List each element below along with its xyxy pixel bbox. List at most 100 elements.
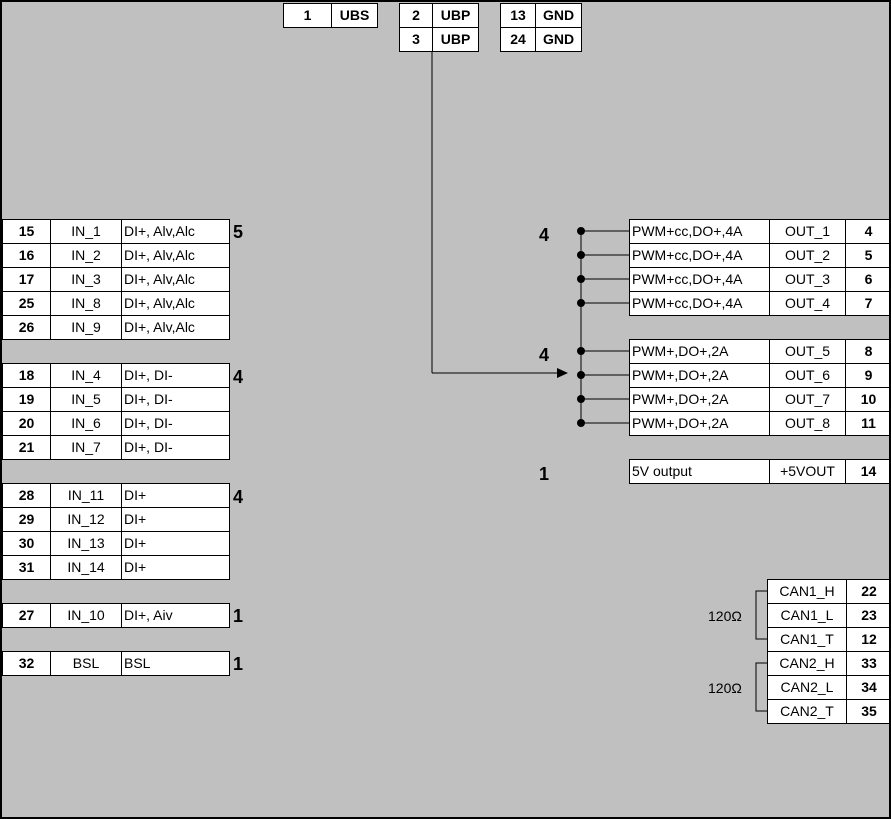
input-function: DI+, Alv,Alc [121,267,230,292]
output-group-count: 1 [539,464,550,484]
input-function: DI+ [121,507,230,532]
power-pin-24-name: GND [535,27,582,52]
input-pin-number: 16 [2,243,51,268]
output-pin-number: 6 [845,267,889,292]
input-pin-number: 19 [2,387,51,412]
input-name: IN_7 [50,435,122,460]
input-function: DI+, DI- [121,387,230,412]
junction-dot [577,347,585,355]
output-pin-number: 8 [845,339,889,364]
can1-terminator-resistor: 120Ω [708,608,742,624]
junction-dot [577,275,585,283]
can-signal-name: CAN1_T [767,627,847,652]
input-name: IN_9 [50,315,122,340]
input-pin-number: 15 [2,219,51,244]
input-function: BSL [121,651,230,676]
input-name: IN_14 [50,555,122,580]
can-signal-name: CAN1_L [767,603,847,628]
input-pin-number: 32 [2,651,51,676]
input-pin-number: 30 [2,531,51,556]
junction-dot [577,371,585,379]
output-name: OUT_6 [769,363,846,388]
output-function: PWM+cc,DO+,4A [629,219,770,244]
input-group-count: 1 [233,654,244,674]
output-name: OUT_8 [769,411,846,436]
can-signal-name: CAN2_H [767,651,847,676]
input-function: DI+, DI- [121,363,230,388]
output-function: PWM+,DO+,2A [629,411,770,436]
can-signal-name: CAN2_T [767,699,847,724]
input-name: IN_2 [50,243,122,268]
input-pin-number: 29 [2,507,51,532]
input-group-count: 5 [233,222,244,242]
input-pin-number: 28 [2,483,51,508]
power-pin-1-name: UBS [331,3,378,28]
can-pin-number: 23 [846,603,889,628]
input-name: IN_12 [50,507,122,532]
output-function: PWM+cc,DO+,4A [629,267,770,292]
output-function: PWM+cc,DO+,4A [629,243,770,268]
junction-dot [577,419,585,427]
input-group-count: 4 [233,367,244,387]
input-pin-number: 31 [2,555,51,580]
input-name: BSL [50,651,122,676]
output-function: PWM+,DO+,2A [629,339,770,364]
input-pin-number: 21 [2,435,51,460]
input-function: DI+, Alv,Alc [121,291,230,316]
output-pin-number: 4 [845,219,889,244]
input-name: IN_6 [50,411,122,436]
input-name: IN_5 [50,387,122,412]
output-function: PWM+,DO+,2A [629,363,770,388]
junction-dot [577,299,585,307]
power-pin-2-name: UBP [432,3,479,28]
output-group-count: 4 [539,345,550,365]
input-function: DI+ [121,483,230,508]
output-function: PWM+cc,DO+,4A [629,291,770,316]
input-pin-number: 25 [2,291,51,316]
can-pin-number: 35 [846,699,889,724]
input-name: IN_10 [50,603,122,628]
wire-arrowhead [557,368,568,378]
input-function: DI+ [121,555,230,580]
input-name: IN_4 [50,363,122,388]
input-pin-number: 27 [2,603,51,628]
power-pin-13-name: GND [535,3,582,28]
input-function: DI+, DI- [121,411,230,436]
input-name: IN_11 [50,483,122,508]
can-terminator-brackets [755,590,768,712]
output-pin-number: 14 [845,459,889,484]
can-signal-name: CAN1_H [767,579,847,604]
output-name: OUT_3 [769,267,846,292]
output-pin-number: 5 [845,243,889,268]
power-pin-24-number: 24 [500,27,536,52]
output-name: OUT_1 [769,219,846,244]
input-function: DI+, Alv,Alc [121,219,230,244]
output-name: OUT_2 [769,243,846,268]
can-pin-number: 33 [846,651,889,676]
junction-dots [577,227,585,427]
power-pin-1-number: 1 [283,3,332,28]
power-pin-3-number: 3 [399,27,433,52]
input-pin-number: 17 [2,267,51,292]
input-name: IN_13 [50,531,122,556]
can-signal-name: CAN2_L [767,675,847,700]
input-pin-number: 18 [2,363,51,388]
output-pin-number: 9 [845,363,889,388]
input-function: DI+, Alv,Alc [121,315,230,340]
power-pin-2-number: 2 [399,3,433,28]
output-group-count: 4 [539,225,550,245]
can2-terminator-bracket [755,662,768,712]
output-pin-number: 7 [845,291,889,316]
can-pin-number: 22 [846,579,889,604]
input-pin-number: 20 [2,411,51,436]
input-group-count: 4 [233,487,244,507]
can2-terminator-resistor: 120Ω [708,680,742,696]
input-function: DI+, Alv,Alc [121,243,230,268]
input-name: IN_1 [50,219,122,244]
junction-dot [577,395,585,403]
input-function: DI+ [121,531,230,556]
input-group-count: 1 [233,606,244,626]
output-function: PWM+,DO+,2A [629,387,770,412]
input-function: DI+, DI- [121,435,230,460]
